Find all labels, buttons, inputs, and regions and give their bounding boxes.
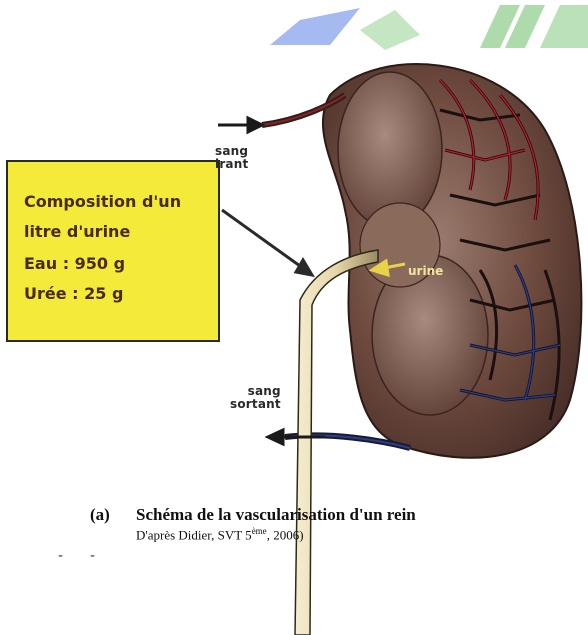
label-sang-entrant: sang irant [215, 145, 248, 171]
caption-source-text: D'après Didier, SVT 5 [136, 527, 252, 542]
label-sang-entrant-line2: irant [215, 158, 248, 171]
box-line-eau: Eau : 950 g [24, 254, 125, 273]
watermark-logo [270, 5, 588, 50]
caption-title-line: (a)Schéma de la vascularisation d'un rei… [90, 505, 416, 525]
box-line-uree: Urée : 25 g [24, 284, 123, 303]
figure-caption: (a)Schéma de la vascularisation d'un rei… [90, 505, 416, 543]
label-sang-sortant: sang sortant [230, 385, 281, 411]
arrow-sang-sortant [268, 430, 325, 444]
arrow-sang-entrant [218, 118, 262, 132]
caption-source: D'après Didier, SVT 5ème, 2006) [136, 526, 416, 543]
box-line-2: litre d'urine [24, 222, 130, 241]
box-line-1: Composition d'un [24, 192, 181, 211]
caption-source-year: , 2006) [267, 527, 304, 542]
urine-composition-box: Composition d'un litre d'urine Eau : 950… [6, 160, 220, 342]
caption-title: Schéma de la vascularisation d'un rein [136, 505, 416, 524]
arrow-box-to-ureter [222, 210, 312, 275]
caption-label: (a) [90, 505, 136, 525]
label-urine: urine [408, 264, 443, 278]
stray-mark: - [58, 548, 63, 564]
label-sang-sortant-line2: sortant [230, 398, 281, 411]
caption-source-sup: ème [252, 526, 267, 536]
stray-mark: - [90, 548, 95, 564]
